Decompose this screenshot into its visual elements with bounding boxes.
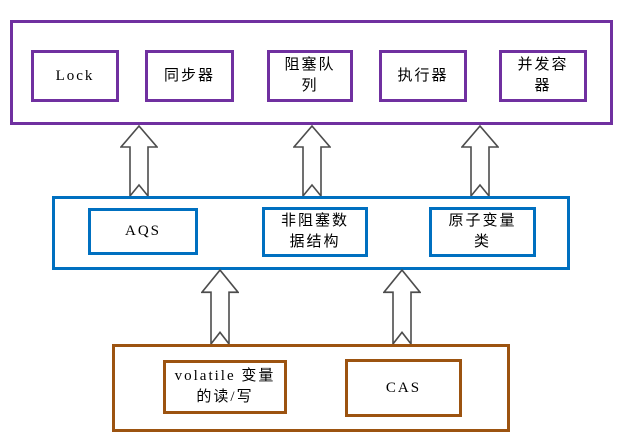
box-concurrent-container: 并发容 器 — [499, 50, 587, 102]
box-concurrent-container-label: 并发容 器 — [517, 57, 569, 94]
box-cas: CAS — [345, 359, 462, 417]
box-aqs-label: AQS — [124, 223, 161, 239]
box-volatile-read-write: volatile 变量 的读/写 — [163, 360, 287, 414]
up-arrow-icon — [461, 125, 499, 197]
box-aqs: AQS — [88, 208, 198, 255]
box-volatile-read-write-label: volatile 变量 的读/写 — [174, 368, 276, 405]
box-atomic-variable-class: 原子变量 类 — [429, 207, 536, 257]
box-lock-label: Lock — [55, 67, 95, 84]
up-arrow-icon — [383, 269, 421, 345]
up-arrow-icon — [201, 269, 239, 345]
box-nonblocking-data-structure: 非阻塞数 据结构 — [262, 207, 368, 257]
up-arrow-icon — [293, 125, 331, 197]
layer-top-concurrency-tools: Lock 同步器 阻塞队 列 执行器 并发容 器 — [10, 20, 613, 125]
box-executor-label: 执行器 — [397, 67, 449, 84]
box-nonblocking-data-structure-label: 非阻塞数 据结构 — [280, 213, 349, 250]
box-blocking-queue: 阻塞队 列 — [267, 50, 353, 102]
layer-bottom-primitives: volatile 变量 的读/写 CAS — [112, 344, 510, 432]
box-synchronizer-label: 同步器 — [163, 67, 215, 84]
box-synchronizer: 同步器 — [145, 50, 234, 102]
box-executor: 执行器 — [379, 50, 467, 102]
box-lock: Lock — [31, 50, 119, 102]
box-atomic-variable-class-label: 原子变量 类 — [448, 213, 517, 250]
box-blocking-queue-label: 阻塞队 列 — [284, 57, 336, 94]
box-cas-label: CAS — [385, 379, 422, 396]
layer-middle-aqs: AQS 非阻塞数 据结构 原子变量 类 — [52, 196, 570, 270]
up-arrow-icon — [120, 125, 158, 197]
